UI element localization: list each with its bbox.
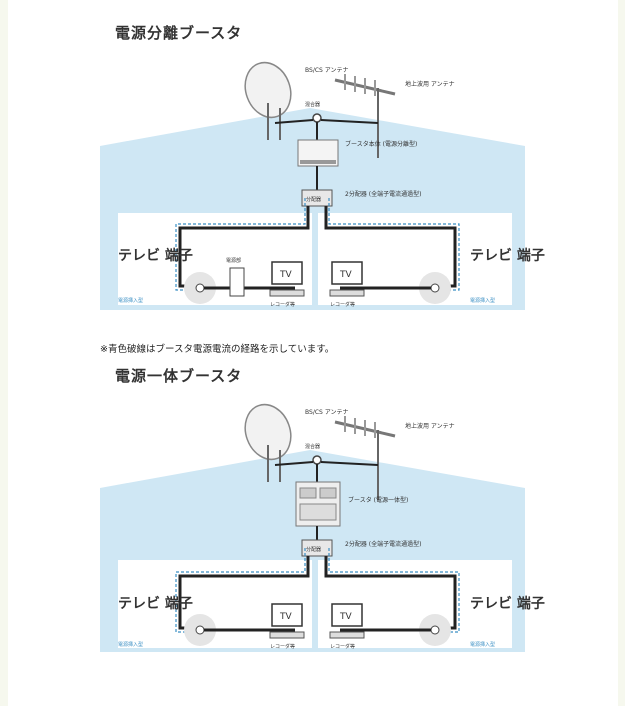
label-terrestrial-antenna: 地上波用 アンテナ [405,422,455,430]
label-recorder-b: レコーダ等 [330,643,355,650]
power-path-right [328,548,460,633]
splitter-icon [301,539,333,557]
label-mixer: 混合器 [305,443,320,450]
label-bs-cs-antenna: BS/CS アンテナ [305,409,349,416]
section-title-separated-booster: 電源分離ブースタ [115,24,243,42]
label-recorder-a: レコーダ等 [270,643,295,650]
tv-a-label: TV [279,270,292,280]
label-splitter-box: 分配器 [306,196,321,203]
power-path-right [328,198,460,291]
tv-a-icon [271,261,303,285]
label-mixer: 混合器 [305,101,320,108]
label-booster: ブースタ本体 (電源分離型) [345,140,417,148]
splitter-icon [301,189,333,207]
label-power-insert-right: 電源挿入型 [470,641,495,648]
label-power-insert-left: 電源挿入型 [118,641,143,648]
power-path-note: ※青色破線はブースタ電源電流の経路を示しています。 [100,344,335,355]
label-bs-cs-antenna: BS/CS アンテナ [305,67,349,74]
label-tv-terminal-left: テレビ 端子 [118,595,193,612]
mixer-icon [312,113,322,123]
diagram-separated-booster: BS/CS アンテナ 地上波用 アンテナ 混合器 ブースタ本体 (電源分離型) … [100,61,545,310]
tv-a-icon [271,603,303,627]
label-tv-terminal-left: テレビ 端子 [118,247,193,264]
label-power-insert-left: 電源挿入型 [118,297,143,304]
label-splitter: 2分配器 (全端子電流通過型) [345,540,421,548]
tv-a-label: TV [279,612,292,622]
recorder-b-icon [329,631,365,639]
bs-cs-dish-icon [244,403,292,482]
recorder-b-icon [329,289,365,297]
bs-cs-dish-icon [244,61,292,140]
label-splitter: 2分配器 (全端子電流通過型) [345,190,421,198]
power-path-left [175,548,306,633]
power-unit-icon [229,267,245,297]
label-tv-terminal-right: テレビ 端子 [470,247,545,264]
label-splitter-box: 分配器 [306,546,321,553]
mixer-icon [312,455,322,465]
label-terrestrial-antenna: 地上波用 アンテナ [405,80,455,88]
recorder-a-icon [269,289,305,297]
diagram-integrated-booster: BS/CS アンテナ 地上波用 アンテナ 混合器 ブースタ (電源一体型) 分配… [100,403,545,652]
recorder-a-icon [269,631,305,639]
power-path-left [175,198,306,291]
label-power-insert-right: 電源挿入型 [470,297,495,304]
label-booster: ブースタ (電源一体型) [348,496,408,504]
label-tv-terminal-right: テレビ 端子 [470,595,545,612]
tv-b-label: TV [339,612,352,622]
tv-b-icon [331,261,363,285]
label-recorder-b: レコーダ等 [330,301,355,308]
section-title-integrated-booster: 電源一体ブースタ [115,367,243,385]
label-recorder-a: レコーダ等 [270,301,295,308]
label-power-unit: 電源部 [226,257,241,264]
tv-b-label: TV [339,270,352,280]
tv-b-icon [331,603,363,627]
